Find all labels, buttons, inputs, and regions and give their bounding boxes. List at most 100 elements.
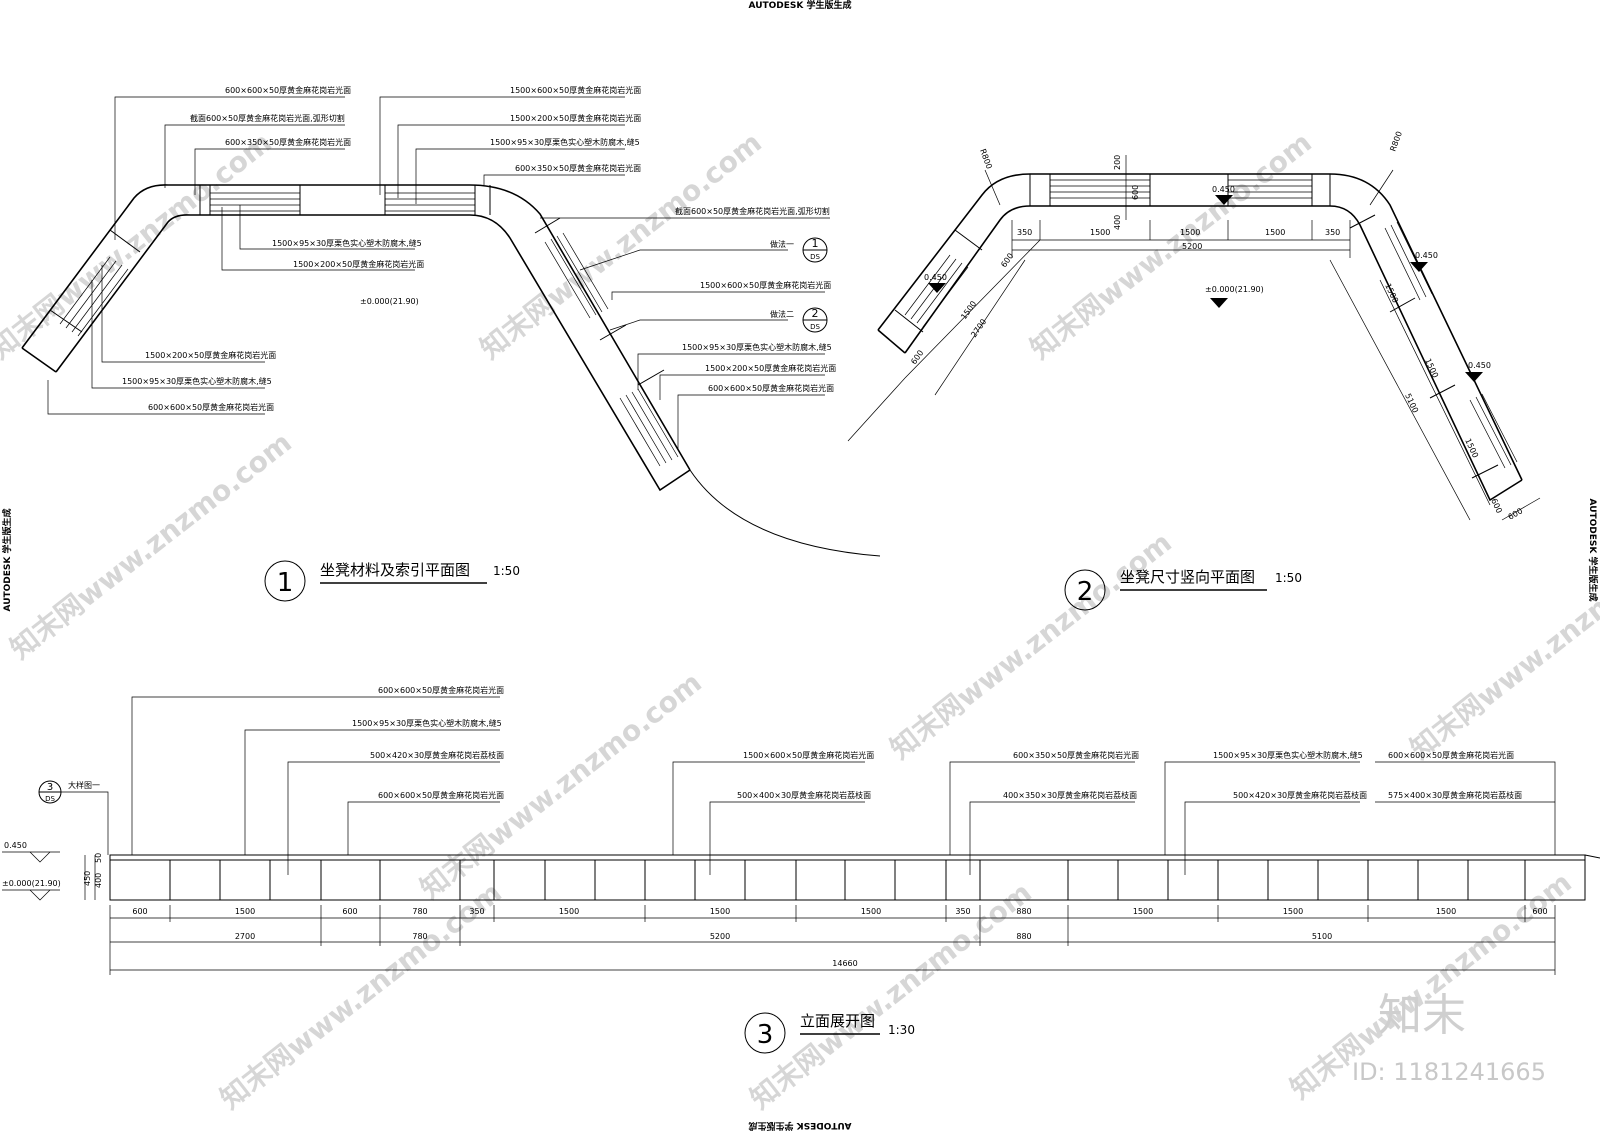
title-elevation-3: 3 立面展开图 1:30 bbox=[744, 1012, 915, 1054]
title-text: 立面展开图 bbox=[800, 1012, 875, 1030]
dim-text: 5100 bbox=[1312, 932, 1332, 941]
watermark-brand: 知末 bbox=[1378, 990, 1466, 1041]
bench-outline-outer bbox=[21, 184, 691, 471]
label: 600×600×50厚黄金麻花岗岩光面 bbox=[378, 790, 504, 800]
title-scale: 1:50 bbox=[1275, 571, 1302, 585]
elevation-3: 600×600×50厚黄金麻花岗岩光面 1500×95×30厚栗色实心塑木防腐木… bbox=[2, 685, 1600, 1054]
index-text: 做法二 bbox=[770, 309, 794, 319]
level-markers: 0.450 0.450 0.450 0.450 ±0.000(21.90) bbox=[924, 185, 1491, 382]
dim-text: 2700 bbox=[969, 317, 988, 339]
stamp-top: AUTODESK 学生版生成 bbox=[749, 0, 852, 11]
dim-text: 5200 bbox=[710, 932, 730, 941]
title-text: 坐凳尺寸竖向平面图 bbox=[1120, 568, 1255, 586]
level-label: ±0.000(21.90) bbox=[2, 879, 61, 888]
material-labels-3: 600×600×50厚黄金麻花岗岩光面 1500×95×30厚栗色实心塑木防腐木… bbox=[352, 685, 1522, 800]
bench2-end bbox=[877, 329, 906, 354]
level-label: 0.450 bbox=[1468, 361, 1491, 370]
leader-lines-3 bbox=[60, 696, 1556, 875]
level-label: 0.450 bbox=[1415, 251, 1438, 260]
stamp-right: AUTODESK 学生版生成 bbox=[1587, 499, 1599, 602]
label: 1500×600×50厚黄金麻花岗岩光面 bbox=[743, 750, 874, 760]
label: 1500×200×50厚黄金麻花岗岩光面 bbox=[705, 363, 836, 373]
dim-text: 1500 bbox=[235, 907, 255, 916]
watermark-text: 知末网www.znzmo.com bbox=[214, 876, 508, 1116]
dim-text: 600 bbox=[342, 907, 357, 916]
bench-outline-inner bbox=[55, 214, 691, 492]
title-num: 1 bbox=[277, 568, 294, 598]
dim-text: 600 bbox=[909, 348, 925, 366]
leader-lines bbox=[47, 96, 830, 450]
dim-text: 1500 bbox=[1265, 228, 1285, 237]
dim-lines-right bbox=[1329, 259, 1541, 521]
watermark-text: 知末网www.znzmo.com bbox=[884, 526, 1178, 766]
label: 1500×200×50厚黄金麻花岗岩光面 bbox=[510, 113, 641, 123]
index-sheet: DS bbox=[810, 323, 820, 331]
label: 600×350×50厚黄金麻花岗岩光面 bbox=[1013, 750, 1139, 760]
dim-text: 600 bbox=[1532, 907, 1547, 916]
dim-text: 1500 bbox=[559, 907, 579, 916]
label: 400×350×30厚黄金麻花岗岩荔枝面 bbox=[1003, 790, 1137, 800]
detail-marker: 3 DS 大样图一 bbox=[38, 780, 100, 804]
dim-text: 400 bbox=[1113, 215, 1122, 230]
level-label: 0.450 bbox=[4, 841, 27, 850]
title-scale: 1:50 bbox=[493, 564, 520, 578]
label: 1500×95×30厚栗色实心塑木防腐木,缝5 bbox=[682, 342, 832, 352]
stamp-left: AUTODESK 学生版生成 bbox=[1, 509, 13, 612]
dim-text: 600 bbox=[1131, 185, 1140, 200]
dim-text: 1500 bbox=[1283, 907, 1303, 916]
dim-text: 1500 bbox=[1133, 907, 1153, 916]
label: 1500×200×50厚黄金麻花岗岩光面 bbox=[293, 259, 424, 269]
label: 600×350×50厚黄金麻花岗岩光面 bbox=[225, 137, 351, 147]
plan-1: 600×600×50厚黄金麻花岗岩光面 截面600×50厚黄金麻花岗岩光面,弧形… bbox=[21, 85, 881, 602]
index-marker-1: 做法一 1 DS bbox=[770, 237, 828, 263]
dim-text: 450 bbox=[83, 871, 92, 886]
dim-text: 600 bbox=[999, 251, 1015, 269]
label: 1500×95×30厚栗色实心塑木防腐木,缝5 bbox=[1213, 750, 1363, 760]
detail-num: 3 bbox=[47, 782, 53, 793]
label: 1500×200×50厚黄金麻花岗岩光面 bbox=[145, 350, 276, 360]
elevation-mark: ±0.000(21.90) bbox=[1205, 285, 1264, 294]
watermark-text: 知末网www.znzmo.com bbox=[744, 876, 1038, 1116]
dim-text: 350 bbox=[469, 907, 484, 916]
dim-text: 1500 bbox=[1383, 282, 1400, 304]
radius-leader bbox=[1369, 169, 1394, 206]
title-scale: 1:30 bbox=[888, 1023, 915, 1037]
label: 1500×95×30厚栗色实心塑木防腐木,缝5 bbox=[272, 238, 422, 248]
dim-text: 350 bbox=[1017, 228, 1032, 237]
dim-text: 200 bbox=[1113, 155, 1122, 170]
dim-text: 880 bbox=[1016, 932, 1031, 941]
title-num: 3 bbox=[757, 1020, 774, 1050]
dim-text: 780 bbox=[412, 907, 427, 916]
dim-row-2: 2700 780 5200 880 5100 bbox=[235, 932, 1332, 941]
label: 500×400×30厚黄金麻花岗岩荔枝面 bbox=[737, 790, 871, 800]
dim-row-1: 600 1500 600 780 350 1500 1500 1500 350 … bbox=[132, 907, 1547, 916]
watermark-text: 知末网www.znzmo.com bbox=[474, 126, 768, 366]
radius-label: R800 bbox=[978, 148, 994, 171]
radius-leader bbox=[984, 169, 1001, 206]
bench-end-left bbox=[21, 347, 57, 373]
dim-text: 50 bbox=[94, 853, 103, 863]
dim-text: 600 bbox=[1489, 497, 1504, 515]
dim-text: 780 bbox=[412, 932, 427, 941]
dim-text: 600 bbox=[132, 907, 147, 916]
detail-text: 大样图一 bbox=[68, 780, 100, 790]
label: 1500×95×30厚栗色实心塑木防腐木,缝5 bbox=[122, 376, 272, 386]
detail-sheet: DS bbox=[45, 795, 55, 803]
radius-label: R800 bbox=[1388, 130, 1404, 153]
label: 截面600×50厚黄金麻花岗岩光面,弧形切割 bbox=[190, 113, 345, 123]
index-num: 2 bbox=[812, 307, 819, 320]
index-text: 做法一 bbox=[770, 239, 794, 249]
dim-text: 2700 bbox=[235, 932, 255, 941]
watermark-id: ID: 1181241665 bbox=[1352, 1058, 1546, 1086]
label: 1500×600×50厚黄金麻花岗岩光面 bbox=[510, 85, 641, 95]
bench-elevation-body bbox=[109, 854, 1586, 901]
title-plan-2: 2 坐凳尺寸竖向平面图 1:50 bbox=[1064, 568, 1302, 611]
level-label: 0.450 bbox=[924, 273, 947, 282]
title-plan-1: 1 坐凳材料及索引平面图 1:50 bbox=[264, 560, 520, 602]
watermark-text: 知末网www.znzmo.com bbox=[1024, 126, 1318, 366]
label: 500×420×30厚黄金麻花岗岩荔枝面 bbox=[370, 750, 504, 760]
elevation-mark: ±0.000(21.90) bbox=[360, 297, 419, 306]
dim-text: 1500 bbox=[1423, 357, 1440, 379]
dim-total: 14660 bbox=[832, 959, 857, 968]
